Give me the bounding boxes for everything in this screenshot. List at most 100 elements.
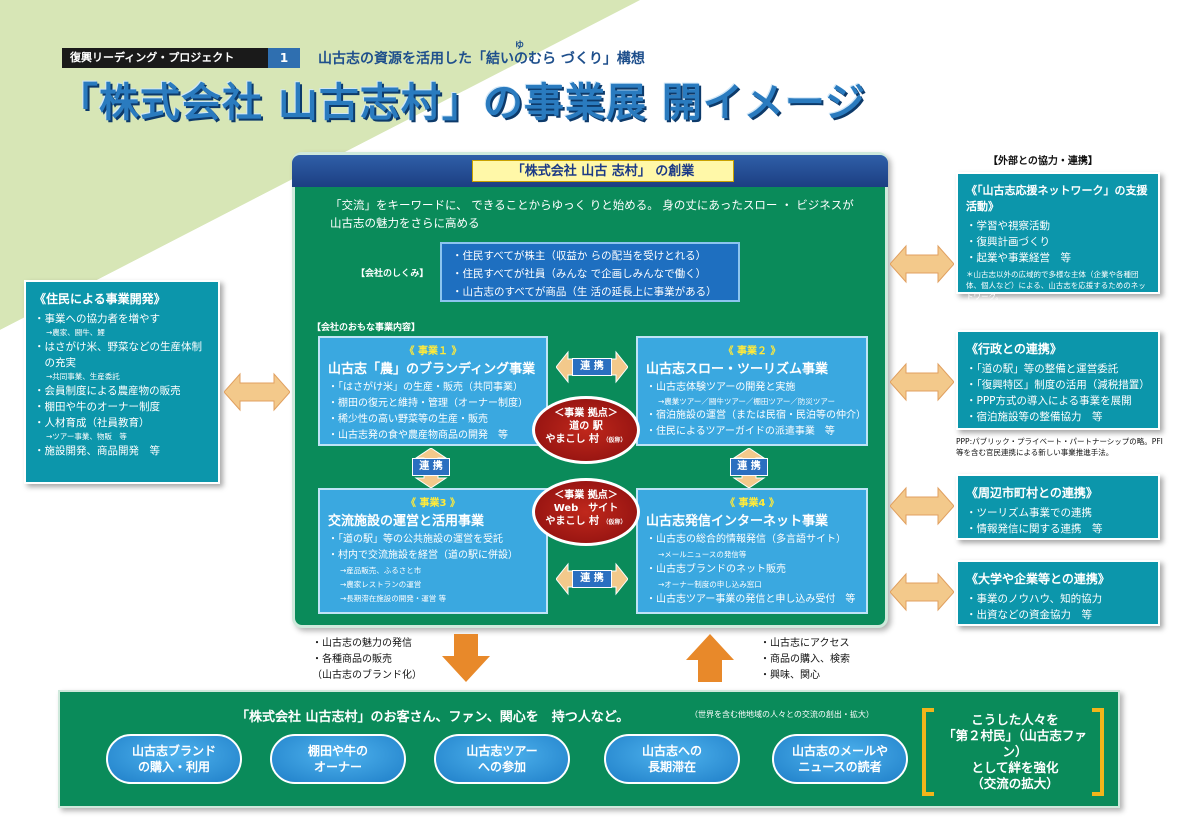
business-item: ・山古志発の食や農産物商品の開発 等 <box>328 430 508 441</box>
panel-title: 《住民による事業開発》 <box>34 292 166 306</box>
panel-item: の充実 <box>34 357 76 369</box>
left-bracket <box>922 708 934 796</box>
business-title: 山古志発信インターネット事業 <box>646 514 829 529</box>
business-number: 《 事業4 》 <box>725 498 779 509</box>
business-base-website: ＜事業 拠点＞ Web サイト やまこし 村 （仮称） <box>532 478 640 546</box>
panel-title: 《行政との連携》 <box>966 342 1062 356</box>
panel-subitem: →農家、闘牛、鯉 <box>46 328 105 337</box>
resident-development-panel: 《住民による事業開発》 ・事業への協力者を増やす →農家、闘牛、鯉・はさがけ米、野… <box>24 280 220 484</box>
business-item: ・宿泊施設の運営（または民宿・民泊等の仲介） <box>646 410 866 421</box>
mechanism-item: ・住民すべてが株主（収益か らの配当を受けとれる） <box>452 250 707 262</box>
base-line: Web サイト <box>553 503 619 514</box>
double-arrow-icon <box>890 572 954 612</box>
business-item: ・「道の駅」等の公共施設の運営を受託 <box>328 534 503 545</box>
business-item: ・棚田の復元と維持・管理（オーナー制度） <box>328 398 528 409</box>
business-title: 山古志「農」のブランディング事業 <box>328 362 536 377</box>
business-item: ・住民によるツアーガイドの派遣事業 等 <box>646 426 835 437</box>
business-subitem: →産品販売、ふるさと市 <box>340 566 422 575</box>
panel-note: ＊山古志以外の広域的で多様な主体（企業や各種団体、個人など）による、山古志を応援… <box>966 270 1146 301</box>
external-collaboration-label: 【外部との協力・連携】 <box>988 156 1098 167</box>
business-label: 【会社のおもな事業内容】 <box>312 323 421 333</box>
link-label: 連 携 <box>572 570 612 588</box>
business-item: ・村内で交流施設を経営（道の駅に併設） <box>328 550 518 561</box>
panel-item: ・事業への協力者を増やす <box>34 313 160 325</box>
mechanism-box: ・住民すべてが株主（収益か らの配当を受けとれる） ・住民すべてが社員（みんな … <box>440 242 740 302</box>
down-arrow-icon <box>442 634 490 682</box>
lead-line-2: 山古志の魅力をさらに高める <box>330 216 480 230</box>
audience-title: 「株式会社 山古志村」のお客さん、ファン、関心を 持つ人など。 <box>236 710 630 725</box>
second-villager-message: こうした人々を 「第２村民」（山古志ファン） として絆を強化 （交流の拡大） <box>943 712 1087 791</box>
panel-item: ・はさがけ米、野菜などの生産体制 <box>34 341 202 353</box>
link-label: 連 携 <box>572 358 612 376</box>
subtitle: 山古志の資源を活用した「結いのむら づくり」構想 <box>318 51 645 67</box>
main-panel-title: 「株式会社 山古 志村」 の創業 <box>472 160 734 182</box>
business-number: 《 事業3 》 <box>406 498 460 509</box>
business-4: 《 事業4 》 山古志発信インターネット事業 ・山古志の総合的情報発信（多言語サ… <box>636 488 868 614</box>
right-bracket <box>1092 708 1104 796</box>
flow-item: ・興味、関心 <box>760 670 820 681</box>
base-line: ＜事業 拠点＞ <box>554 490 618 501</box>
audience-tour-participants: 山古志ツアー への参加 <box>434 734 570 784</box>
panel-item: ・事業のノウハウ、知的協力 <box>966 593 1103 605</box>
double-arrow-icon <box>890 244 954 284</box>
panel-item: ・PPP方式の導入による事業を展開 <box>966 395 1132 407</box>
business-item: ・「はさがけ米」の生産・販売（共同事業） <box>328 382 523 393</box>
base-line: ＜事業 拠点＞ <box>554 408 618 419</box>
business-subitem: →オーナー制度の申し込み窓口 <box>658 580 762 589</box>
outflow-list: ・山古志の魅力の発信 ・各種商品の販売 （山古志のブランド化） <box>312 636 422 684</box>
business-item: ・山古志の総合的情報発信（多言語サイト） <box>646 534 846 545</box>
double-arrow-icon <box>890 486 954 526</box>
business-2: 《 事業２ 》 山古志スロー・ツーリズム事業 ・山古志体験ツアーの開発と実施 →… <box>636 336 868 446</box>
double-arrow-icon <box>890 362 954 402</box>
business-item: ・稀少性の高い野菜等の生産・販売 <box>328 414 488 425</box>
business-1: 《 事業１ 》 山古志「農」のブランディング事業 ・「はさがけ米」の生産・販売（… <box>318 336 548 446</box>
panel-title: 《大学や企業等との連携》 <box>966 572 1110 586</box>
panel-item: ・ツーリズム事業での連携 <box>966 507 1092 519</box>
business-number: 《 事業１ 》 <box>404 346 462 357</box>
panel-item: ・施設開発、商品開発 等 <box>34 445 160 457</box>
panel-item: ・棚田や牛のオーナー制度 <box>34 401 160 413</box>
inflow-list: ・山古志にアクセス ・商品の購入、検索 ・興味、関心 <box>760 636 850 684</box>
neighbor-municipalities-panel: 《周辺市町村との連携》 ・ツーリズム事業での連携 ・情報発信に関する連携 等 <box>956 474 1160 540</box>
business-base-road-station: ＜事業 拠点＞ 道の 駅 やまこし 村 （仮称） <box>532 396 640 464</box>
up-arrow-icon <box>686 634 734 682</box>
project-number: 1 <box>268 48 300 68</box>
panel-item: ・「復興特区」制度の活用（減税措置） <box>966 379 1150 391</box>
panel-item: ・情報発信に関する連携 等 <box>966 523 1103 535</box>
university-business-panel: 《大学や企業等との連携》 ・事業のノウハウ、知的協力 ・出資などの資金協力 等 <box>956 560 1160 626</box>
business-number: 《 事業２ 》 <box>723 346 781 357</box>
panel-title: 《周辺市町村との連携》 <box>966 486 1098 500</box>
audience-title-note: （世界を含む他地域の人々との交流の創出・拡大） <box>690 710 874 719</box>
mechanism-label: 【会社のしくみ】 <box>356 269 429 279</box>
audience-brand-buyers: 山古志ブランド の購入・利用 <box>106 734 242 784</box>
business-3: 《 事業3 》 交流施設の運営と活用事業 ・「道の駅」等の公共施設の運営を受託 … <box>318 488 548 614</box>
business-subitem: →長期滞在施設の開発・運営 等 <box>340 594 447 603</box>
mechanism-item: ・山古志のすべてが商品（生 活の延長上に事業がある） <box>452 286 717 298</box>
panel-list: ・事業への協力者を増やす →農家、闘牛、鯉・はさがけ米、野菜などの生産体制 の充実… <box>34 311 210 459</box>
panel-item: ・宿泊施設等の整備協力 等 <box>966 411 1103 423</box>
base-line: 道の 駅 <box>569 421 603 432</box>
panel-item: ・復興計画づくり <box>966 236 1050 248</box>
panel-item: ・学習や視察活動 <box>966 220 1050 232</box>
flow-item: ・山古志の魅力の発信 <box>312 638 412 649</box>
panel-item: ・会員制度による農産物の販売 <box>34 385 181 397</box>
audience-long-stay: 山古志への 長期滞在 <box>604 734 740 784</box>
mechanism-item: ・住民すべてが社員（みんな で企画しみんなで働く） <box>452 268 707 280</box>
flow-item: ・山古志にアクセス <box>760 638 850 649</box>
ppp-note: PPP:パブリック・プライベート・パートナーシップの略。PFI等を含む官民連携に… <box>956 437 1163 457</box>
base-line: やまこし 村 （仮称） <box>545 434 627 445</box>
business-subitem: →メールニュースの発信等 <box>658 550 747 559</box>
main-lead-text: 「交流」をキーワードに、 できることからゆっく りと始める。 身の丈にあったスロ… <box>330 196 870 232</box>
panel-item: ・起業や事業経営 等 <box>966 252 1071 264</box>
flow-item: （山古志のブランド化） <box>312 670 422 681</box>
business-item: ・山古志体験ツアーの開発と実施 <box>646 382 796 393</box>
support-network-panel: 《「山古志応援ネットワーク」の支援活動》 ・学習や視察活動 ・復興計画づくり ・… <box>956 172 1160 301</box>
lead-line-1: 「交流」をキーワードに、 できることからゆっく りと始める。 身の丈にあったスロ… <box>330 198 854 212</box>
project-tag: 復興リーディング・プロジェクト <box>62 48 300 68</box>
link-label: 連 携 <box>412 458 450 476</box>
business-subitem: →農業ツアー／闘牛ツアー／棚田ツアー／防災ツアー <box>658 397 835 406</box>
base-line: やまこし 村 （仮称） <box>545 516 627 527</box>
panel-title: 《「山古志応援ネットワーク」の支援活動》 <box>966 184 1148 213</box>
panel-item: ・人材育成（社員教育） <box>34 417 150 429</box>
government-panel: 《行政との連携》 ・「道の駅」等の整備と運営委託 ・「復興特区」制度の活用（減税… <box>956 330 1160 430</box>
